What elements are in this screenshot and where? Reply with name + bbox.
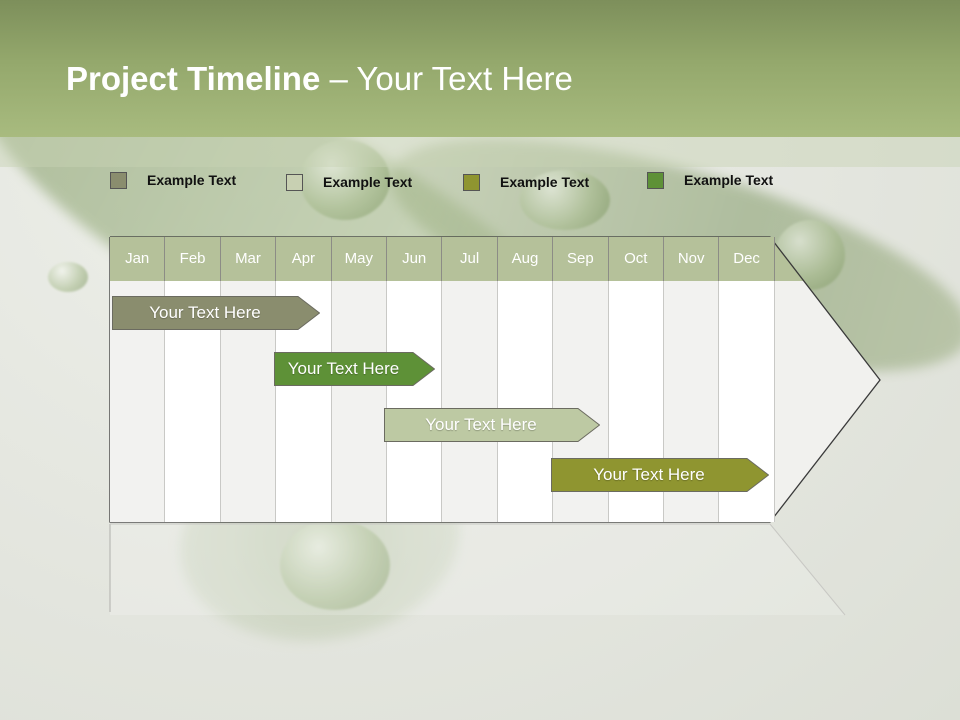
task-bar-shape	[112, 296, 320, 330]
title-bar	[0, 0, 960, 137]
task-bar[interactable]: Your Text Here	[274, 352, 435, 386]
task-bar-shape	[551, 458, 769, 492]
water-drop	[300, 140, 390, 220]
title-rest: – Your Text Here	[320, 60, 573, 97]
month-label-nov: Nov	[664, 237, 720, 281]
legend-swatch	[463, 173, 480, 191]
month-label-aug: Aug	[497, 237, 554, 281]
month-column	[442, 281, 498, 522]
month-column	[497, 281, 554, 522]
legend-item: Example Text	[463, 172, 589, 192]
month-column	[387, 281, 443, 522]
legend-label: Example Text	[147, 172, 237, 188]
title-bold: Project Timeline	[66, 60, 321, 97]
task-bar-shape	[274, 352, 435, 386]
legend-item: Example Text	[647, 170, 773, 190]
legend-label: Example Text	[323, 174, 413, 190]
water-drop	[520, 170, 610, 230]
task-bar-label: Your Text Here	[287, 359, 400, 378]
task-bar[interactable]: Your Text Here	[112, 296, 320, 330]
task-bar-label: Your Text Here	[593, 465, 705, 484]
month-label-jan: Jan	[110, 237, 166, 281]
month-label-jul: Jul	[442, 237, 498, 281]
timeline-reflection	[110, 524, 845, 615]
legend-swatch	[286, 173, 303, 191]
task-bar-shape	[384, 408, 600, 442]
month-column	[331, 281, 387, 522]
title-band	[0, 137, 960, 167]
month-label-mar: Mar	[220, 237, 277, 281]
legend-swatch	[110, 171, 127, 189]
task-bar[interactable]: Your Text Here	[551, 458, 769, 492]
month-label-apr: Apr	[276, 237, 332, 281]
legend-item: Example Text	[110, 170, 236, 190]
task-bar-label: Your Text Here	[425, 415, 537, 434]
legend-item: Example Text	[286, 172, 412, 192]
legend-label: Example Text	[500, 174, 590, 190]
task-bar[interactable]: Your Text Here	[384, 408, 600, 442]
reflection-edge	[769, 523, 846, 616]
slide-title: Project Timeline – Your Text Here	[66, 60, 573, 98]
task-bar-label: Your Text Here	[149, 303, 261, 322]
month-label-oct: Oct	[608, 237, 664, 281]
legend-label: Example Text	[684, 172, 774, 188]
month-label-dec: Dec	[719, 237, 775, 281]
month-label-may: May	[331, 237, 387, 281]
month-label-feb: Feb	[165, 237, 221, 281]
month-label-sep: Sep	[553, 237, 609, 281]
water-drop	[280, 520, 390, 610]
month-label-jun: Jun	[387, 237, 443, 281]
water-drop	[48, 262, 88, 292]
legend-swatch	[647, 171, 664, 189]
